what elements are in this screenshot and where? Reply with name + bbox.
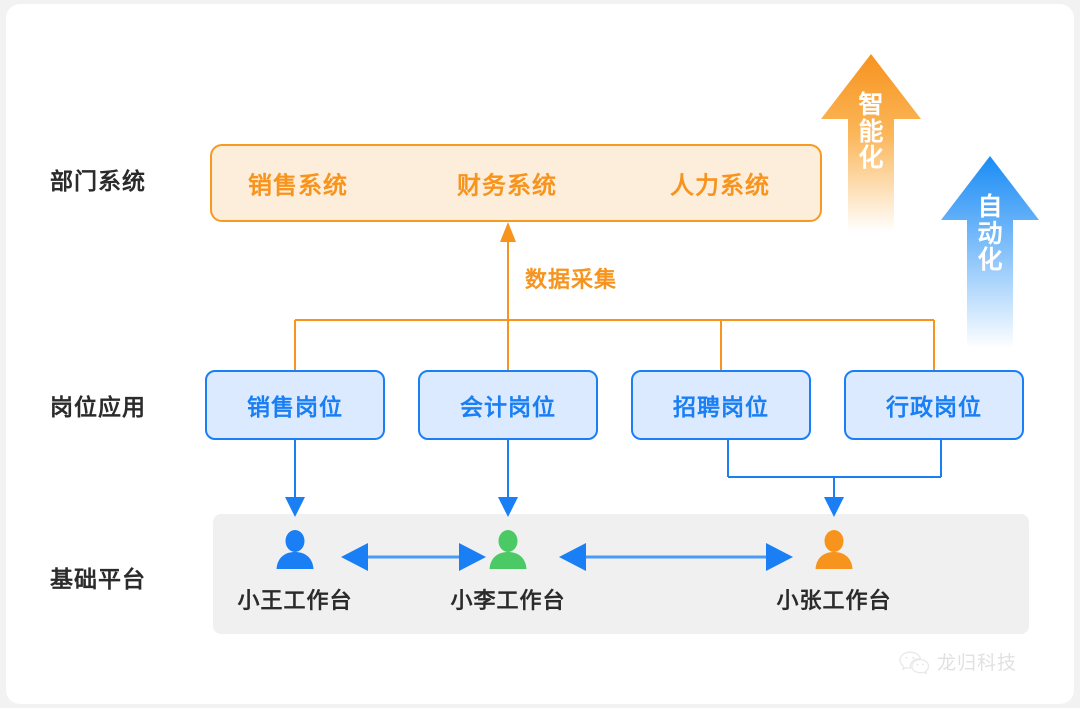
data-collection-arrowhead	[500, 222, 516, 242]
intelligence-char-1: 智	[858, 91, 884, 119]
workstation-xiaoli[interactable]: 小李工作台	[428, 528, 588, 615]
person-icon	[815, 530, 853, 569]
automation-arrow-text: 自 动 化	[940, 194, 1040, 274]
workstation-xiaozhang-label: 小张工作台	[776, 588, 892, 613]
wechat-icon	[899, 651, 929, 674]
diagram-card: 部门系统 岗位应用 基础平台 销售系统 财务系统 人力系统	[6, 4, 1074, 704]
intelligence-arrow-text: 智 能 化	[821, 92, 921, 172]
job-box-admin-label: 行政岗位	[886, 394, 982, 420]
row-label-platform: 基础平台	[50, 566, 146, 592]
automation-char-2: 动	[977, 219, 1003, 248]
automation-char-3: 化	[977, 246, 1003, 274]
workstation-xiaowang-label: 小王工作台	[237, 588, 353, 613]
row-label-department: 部门系统	[50, 168, 146, 194]
intelligence-char-3: 化	[858, 144, 884, 172]
data-collection-label: 数据采集	[525, 267, 618, 292]
person-icon	[276, 530, 314, 569]
job-box-recruiting-label: 招聘岗位	[673, 394, 769, 420]
row-label-job: 岗位应用	[50, 394, 146, 420]
workstation-xiaowang[interactable]: 小王工作台	[215, 528, 375, 615]
watermark-text: 龙归科技	[937, 653, 1018, 674]
job-box-accounting[interactable]: 会计岗位	[418, 370, 598, 440]
workstation-xiaoli-label: 小李工作台	[450, 588, 566, 613]
job-box-sales-label: 销售岗位	[247, 394, 343, 420]
department-item-hr[interactable]: 人力系统	[670, 172, 770, 200]
department-system-container[interactable]: 销售系统 财务系统 人力系统	[210, 144, 822, 222]
person-icon	[489, 530, 527, 569]
workstation-xiaozhang[interactable]: 小张工作台	[754, 528, 914, 615]
blue-connector-3	[727, 440, 942, 502]
job-box-recruiting[interactable]: 招聘岗位	[631, 370, 811, 440]
job-box-admin[interactable]: 行政岗位	[844, 370, 1024, 440]
base-platform-panel	[213, 514, 1029, 634]
department-item-finance[interactable]: 财务系统	[457, 172, 557, 200]
job-box-sales[interactable]: 销售岗位	[205, 370, 385, 440]
department-item-sales[interactable]: 销售系统	[248, 172, 348, 200]
automation-char-1: 自	[977, 193, 1003, 221]
orange-bus	[294, 238, 935, 370]
job-box-accounting-label: 会计岗位	[460, 394, 556, 420]
watermark: 龙归科技	[899, 648, 1017, 675]
intelligence-char-2: 能	[858, 117, 884, 146]
